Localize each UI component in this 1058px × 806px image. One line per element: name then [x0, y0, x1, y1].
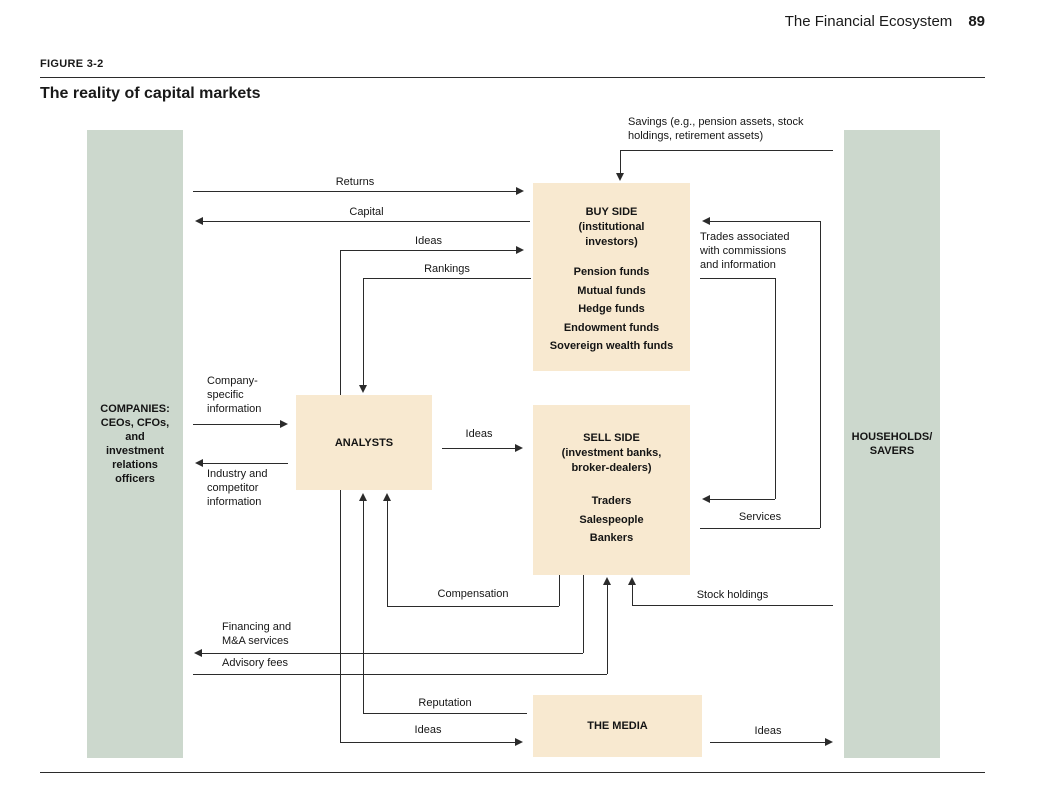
arrowhead-left-icon: [195, 217, 203, 225]
arrow-label-advisory-fees: Advisory fees: [222, 657, 289, 669]
arrow-label-rankings: Rankings: [424, 263, 470, 275]
arrow-compensation-line: [559, 575, 560, 606]
buy-side-items: Pension funds Mutual funds Hedge funds E…: [549, 266, 674, 352]
households-box-label: HOUSEHOLDS/ SAVERS: [851, 431, 933, 457]
analysts-box: ANALYSTS: [296, 395, 432, 490]
arrow-trades-line: [710, 499, 775, 500]
arrowhead-left-icon: [195, 459, 203, 467]
arrow-label-ideas-buyside: Ideas: [415, 235, 442, 247]
arrow-financing-line: [202, 653, 583, 654]
buy-side-title: BUY SIDE (institutional investors): [578, 206, 645, 248]
arrow-label-industry-competitor: Industry and competitor information: [207, 468, 268, 508]
arrow-trades-line: [775, 278, 776, 499]
arrow-label-ideas-sellside: Ideas: [465, 428, 493, 440]
arrow-returns-line: [193, 191, 517, 192]
running-head: The Financial Ecosystem: [784, 13, 953, 30]
arrowhead-down-icon: [616, 173, 624, 181]
arrowhead-up-icon: [628, 577, 636, 585]
arrow-label-ideas-media: Ideas: [414, 724, 442, 736]
arrow-label-stock-holdings: Stock holdings: [696, 589, 769, 601]
arrowhead-right-icon: [516, 246, 524, 254]
arrow-ideas-households-line: [710, 742, 826, 743]
arrow-label-returns: Returns: [335, 176, 375, 188]
arrow-ideas-line: [340, 250, 517, 251]
arrow-compensation-line: [387, 606, 559, 607]
arrow-services-line: [710, 221, 820, 222]
arrow-compensation-line: [387, 497, 388, 606]
arrowhead-up-icon: [383, 493, 391, 501]
arrow-ideas-media-line: [340, 742, 516, 743]
arrow-label-reputation: Reputation: [418, 697, 472, 709]
arrow-stock-holdings-line: [632, 581, 633, 605]
arrowhead-right-icon: [515, 738, 523, 746]
arrow-services-line: [700, 528, 820, 529]
arrow-label-company-specific: Company- specific information: [207, 375, 262, 415]
arrowhead-down-icon: [359, 385, 367, 393]
arrow-trades-line: [700, 278, 775, 279]
arrow-label-financing: Financing and M&A services: [222, 621, 292, 647]
arrow-label-savings: Savings (e.g., pension assets, stock hol…: [628, 116, 804, 142]
arrowhead-right-icon: [825, 738, 833, 746]
households-box: HOUSEHOLDS/ SAVERS: [844, 130, 940, 758]
sell-side-box: SELL SIDE (investment banks, broker-deal…: [533, 405, 690, 575]
arrow-reputation-line: [363, 497, 364, 713]
arrow-services-line: [820, 221, 821, 528]
figure-label: FIGURE 3-2: [40, 58, 104, 70]
arrow-company-specific-line: [193, 424, 281, 425]
figure-title: The reality of capital markets: [40, 85, 261, 102]
buy-side-box: BUY SIDE (institutional investors) Pensi…: [533, 183, 690, 371]
page-header: The Financial Ecosystem 89: [785, 13, 985, 30]
arrow-savings-line: [620, 150, 621, 174]
companies-box-label: COMPANIES: CEOs, CFOs, and investment re…: [100, 403, 170, 485]
arrow-stock-holdings-line: [632, 605, 833, 606]
arrow-rankings-line: [363, 278, 531, 279]
arrow-rankings-line: [363, 278, 364, 388]
analysts-box-label: ANALYSTS: [334, 436, 394, 449]
companies-box: COMPANIES: CEOs, CFOs, and investment re…: [87, 130, 183, 758]
arrow-industry-line: [203, 463, 288, 464]
sell-side-title: SELL SIDE (investment banks, broker-deal…: [561, 432, 662, 474]
arrow-advisory-line: [193, 674, 607, 675]
arrowhead-right-icon: [516, 187, 524, 195]
bottom-rule: [40, 772, 985, 773]
arrow-capital-line: [203, 221, 530, 222]
arrow-label-trades: Trades associated with commissions and i…: [700, 231, 790, 271]
arrowhead-right-icon: [280, 420, 288, 428]
arrowhead-right-icon: [515, 444, 523, 452]
arrow-ideas-media-line: [340, 490, 341, 742]
arrow-advisory-line: [607, 581, 608, 674]
arrow-financing-line: [583, 575, 584, 653]
arrow-label-services: Services: [738, 511, 782, 523]
sell-side-items: Traders Salespeople Bankers: [579, 495, 644, 544]
media-box: THE MEDIA: [533, 695, 702, 757]
arrow-label-ideas-households: Ideas: [754, 725, 782, 737]
arrow-ideas-line: [340, 250, 341, 395]
arrowhead-left-icon: [702, 495, 710, 503]
arrowhead-left-icon: [702, 217, 710, 225]
arrow-ideas-line: [442, 448, 516, 449]
arrowhead-left-icon: [194, 649, 202, 657]
arrow-label-compensation: Compensation: [437, 588, 509, 600]
arrowhead-up-icon: [359, 493, 367, 501]
media-box-label: THE MEDIA: [587, 720, 648, 732]
arrow-savings-line: [620, 150, 833, 151]
arrow-label-capital: Capital: [349, 206, 384, 218]
top-rule: [40, 77, 985, 78]
arrowhead-up-icon: [603, 577, 611, 585]
page-number: 89: [968, 13, 985, 30]
arrow-reputation-line: [363, 713, 527, 714]
